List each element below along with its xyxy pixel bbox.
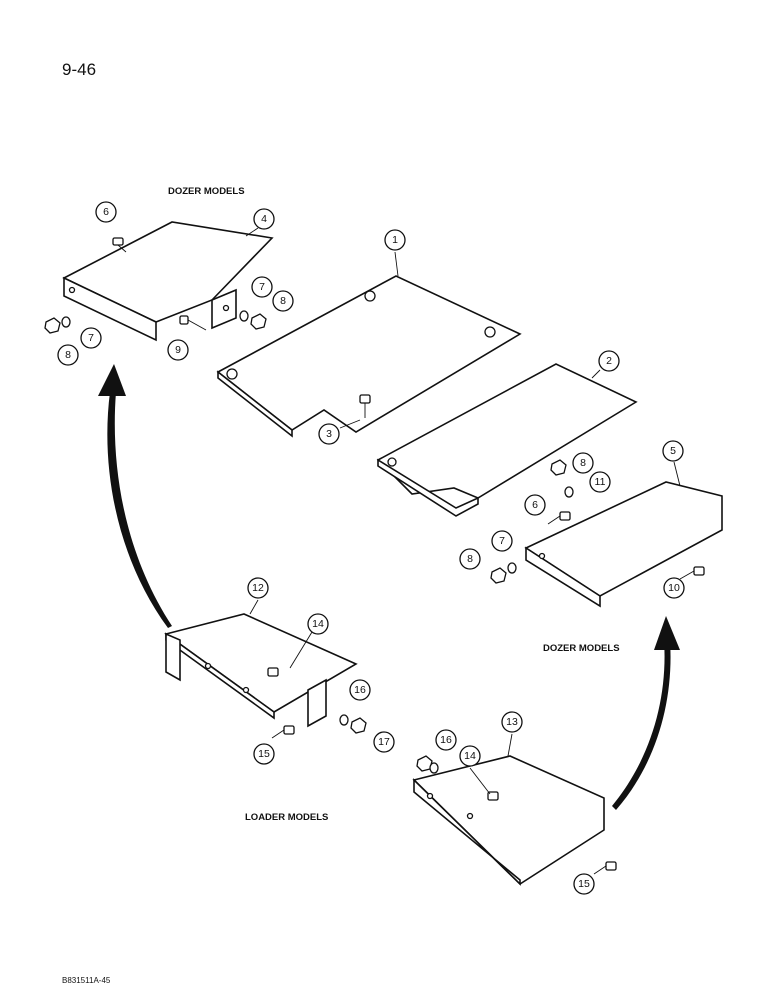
callout-6-right: 6 xyxy=(524,494,546,516)
svg-text:16: 16 xyxy=(440,734,452,746)
callout-8-d: 8 xyxy=(459,548,481,570)
svg-text:15: 15 xyxy=(578,878,590,890)
callout-12: 12 xyxy=(247,577,269,599)
part-4-dozer-step xyxy=(62,221,274,342)
svg-text:16: 16 xyxy=(354,684,366,696)
svg-text:11: 11 xyxy=(595,476,606,488)
svg-text:5: 5 xyxy=(670,445,676,457)
svg-text:13: 13 xyxy=(506,716,518,728)
callout-11: 11 xyxy=(589,471,611,493)
document-code: B831511A-45 xyxy=(62,976,111,985)
callout-13: 13 xyxy=(501,711,523,733)
svg-text:8: 8 xyxy=(65,349,71,361)
svg-text:1: 1 xyxy=(392,234,398,246)
part-5-dozer-step xyxy=(524,481,723,608)
callout-14-right: 14 xyxy=(459,745,481,767)
svg-text:7: 7 xyxy=(88,332,94,344)
svg-text:15: 15 xyxy=(258,748,270,760)
label-loader-models: LOADER MODELS xyxy=(245,812,328,823)
callout-14-left: 14 xyxy=(307,613,329,635)
label-dozer-models-top: DOZER MODELS xyxy=(168,186,245,197)
svg-text:2: 2 xyxy=(606,355,612,367)
callout-3: 3 xyxy=(318,423,340,445)
callout-7-b: 7 xyxy=(251,276,273,298)
svg-text:12: 12 xyxy=(252,582,264,594)
callout-1: 1 xyxy=(384,229,406,251)
callout-8-a: 8 xyxy=(57,344,79,366)
callout-8-c: 8 xyxy=(572,452,594,474)
hardware-group xyxy=(44,237,705,875)
svg-text:14: 14 xyxy=(312,618,324,630)
callout-6-top: 6 xyxy=(95,201,117,223)
svg-text:8: 8 xyxy=(467,553,473,565)
svg-text:17: 17 xyxy=(378,736,390,748)
callout-16-right: 16 xyxy=(435,729,457,751)
callout-15-left: 15 xyxy=(253,743,275,765)
callout-7-c: 7 xyxy=(491,530,513,552)
callout-15-right: 15 xyxy=(573,873,595,895)
callout-2: 2 xyxy=(598,350,620,372)
callout-leaders xyxy=(245,227,681,795)
part-2-floor-plate xyxy=(376,363,638,517)
arrow-right-curve xyxy=(612,616,680,810)
callout-10: 10 xyxy=(663,577,685,599)
svg-text:3: 3 xyxy=(326,428,332,440)
part-13-loader-step xyxy=(412,755,605,886)
callout-5: 5 xyxy=(662,440,684,462)
callout-8-b: 8 xyxy=(272,290,294,312)
callout-4: 4 xyxy=(253,208,275,230)
arrow-left-curve xyxy=(98,364,172,628)
callout-7-a: 7 xyxy=(80,327,102,349)
svg-text:6: 6 xyxy=(103,206,109,218)
svg-text:10: 10 xyxy=(668,582,680,594)
svg-text:4: 4 xyxy=(261,213,267,225)
svg-text:8: 8 xyxy=(580,457,586,469)
part-1-floor-plate xyxy=(216,275,522,438)
svg-text:9: 9 xyxy=(175,344,181,356)
part-12-loader-step xyxy=(164,613,358,728)
svg-text:14: 14 xyxy=(464,750,476,762)
callout-9: 9 xyxy=(167,339,189,361)
label-dozer-models-right: DOZER MODELS xyxy=(543,643,620,654)
svg-text:7: 7 xyxy=(259,281,265,293)
svg-text:8: 8 xyxy=(280,295,286,307)
svg-text:7: 7 xyxy=(499,535,505,547)
callout-16-left: 16 xyxy=(349,679,371,701)
page-number: 9-46 xyxy=(62,60,97,79)
svg-text:6: 6 xyxy=(532,499,538,511)
callout-17: 17 xyxy=(373,731,395,753)
